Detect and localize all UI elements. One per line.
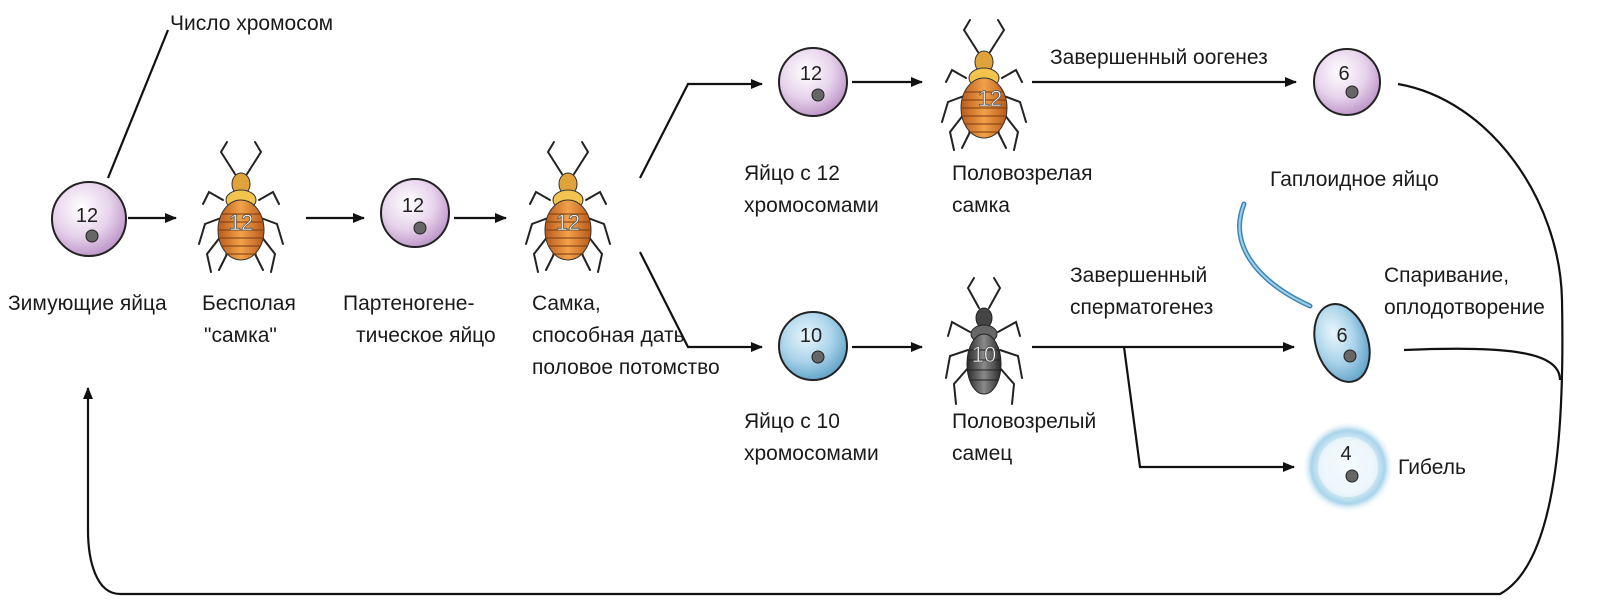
oogenesis-label: Завершенный оогенез xyxy=(1050,46,1268,69)
mature-female-label-line2: самка xyxy=(952,194,1010,217)
mating-label-line2: оплодотворение xyxy=(1384,296,1545,319)
svg-text:12: 12 xyxy=(800,63,822,85)
sexual-female-label-line3: половое потомство xyxy=(532,356,720,379)
egg12-label-line1: Яйцо с 12 xyxy=(744,162,840,185)
sperm-cell: 6 xyxy=(1240,204,1380,389)
sexual-female-label-line1: Самка, xyxy=(532,292,601,315)
spermatogenesis-label-line1: Завершенный xyxy=(1070,264,1207,287)
svg-text:6: 6 xyxy=(1338,63,1349,85)
parthenogenetic-egg-label-line2: тическое яйцо xyxy=(356,324,496,347)
mating-label-line1: Спаривание, xyxy=(1384,264,1509,287)
svg-text:10: 10 xyxy=(972,342,996,367)
sexual-female-label-line2: способная дать xyxy=(532,324,685,347)
spermatogenesis-label-line2: сперматогенез xyxy=(1070,296,1213,319)
dying-cell: 4 xyxy=(1302,421,1394,513)
death-label: Гибель xyxy=(1398,456,1466,479)
asexual-female-label-line2: "самка" xyxy=(204,324,277,347)
mature-male-aphid: 10 xyxy=(946,278,1022,404)
wintering-eggs-label: Зимующие яйца xyxy=(8,292,167,315)
egg10-label-line2: хромосомами xyxy=(744,442,879,465)
egg-10-chromosomes: 10 xyxy=(779,312,847,380)
egg10-label-line1: Яйцо с 10 xyxy=(744,410,840,433)
asexual-female-label-line1: Бесполая xyxy=(202,292,296,315)
chromosome-number-label: Число хромосом xyxy=(170,12,333,35)
parthenogenetic-egg: 12 xyxy=(381,179,449,247)
wintering-egg: 12 xyxy=(52,182,126,256)
egg12-label-line2: хромосомами xyxy=(744,194,879,217)
asexual-female-aphid: 12 xyxy=(199,142,283,272)
sexual-female-aphid: 12 xyxy=(526,142,610,272)
mature-female-aphid: 12 xyxy=(942,20,1026,150)
mature-male-label-line1: Половозрелый xyxy=(952,410,1096,433)
haploid-egg-label: Гаплоидное яйцо xyxy=(1270,168,1439,191)
chromosome-label-pointer xyxy=(108,30,168,178)
mature-female-label-line1: Половозрелая xyxy=(952,162,1092,185)
egg-12-chromosomes: 12 xyxy=(779,48,847,116)
svg-text:12: 12 xyxy=(978,86,1002,111)
parthenogenetic-egg-label-line1: Партеногене- xyxy=(343,292,474,315)
svg-text:12: 12 xyxy=(556,210,580,235)
svg-text:10: 10 xyxy=(800,325,822,347)
mature-male-label-line2: самец xyxy=(952,442,1012,465)
mating-line xyxy=(1404,349,1560,380)
haploid-egg: 6 xyxy=(1314,49,1380,115)
arrow-to-death xyxy=(1124,347,1294,467)
svg-text:12: 12 xyxy=(402,195,424,217)
svg-text:12: 12 xyxy=(229,210,253,235)
svg-text:4: 4 xyxy=(1340,443,1351,465)
svg-text:12: 12 xyxy=(76,205,98,227)
svg-text:6: 6 xyxy=(1336,325,1347,347)
